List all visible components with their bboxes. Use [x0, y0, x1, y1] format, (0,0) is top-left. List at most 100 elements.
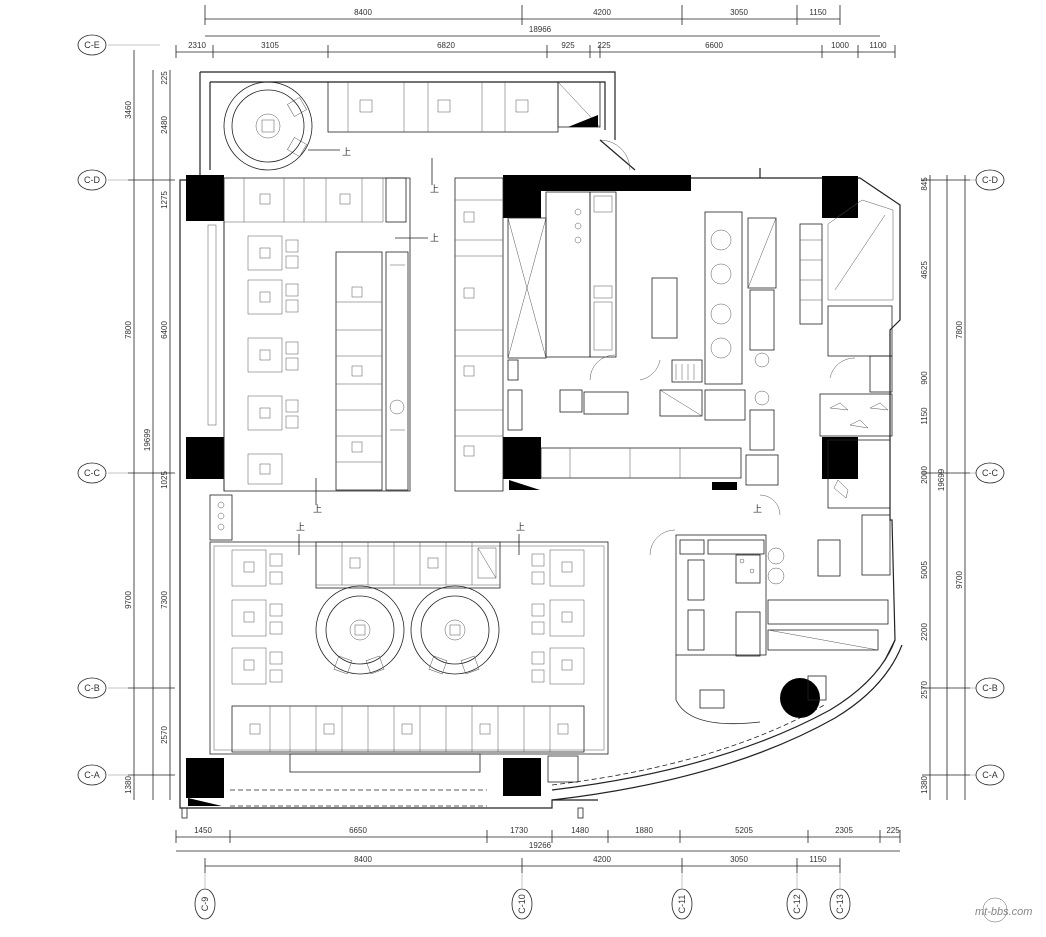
round-column	[780, 678, 820, 718]
column	[822, 437, 858, 479]
axis-label: C-B	[84, 683, 100, 693]
column	[186, 175, 224, 221]
dim-right-4: 1150	[920, 407, 929, 425]
up-arrow-label: 上	[296, 522, 305, 532]
dim-left-4: 1380	[124, 776, 133, 794]
axis-bubble-left: C-D	[77, 169, 107, 191]
dim-top2-5: 225	[597, 41, 611, 50]
watermark-text: mt-bbs.com	[975, 906, 1032, 918]
dim-bottom2-2: 4200	[593, 855, 611, 864]
right-dimension-lines: 845 4625 900 1150 2000 5005 2200 2570 13…	[920, 175, 970, 800]
column	[186, 437, 224, 479]
column	[503, 758, 541, 796]
axis-label: C-9	[200, 897, 210, 912]
dim-bottom-5: 1880	[635, 826, 653, 835]
dim-left-in-2: 2480	[160, 116, 169, 134]
columns	[186, 175, 858, 798]
axis-bubble-right: C-D	[975, 169, 1005, 191]
dim-bottom-4: 1480	[571, 826, 589, 835]
kitchen	[507, 191, 894, 490]
dim-right-5: 2000	[920, 466, 929, 484]
dim-left-2: 7800	[124, 321, 133, 339]
axis-bubble-left: C-C	[77, 462, 107, 484]
axis-bubble-left: C-A	[77, 764, 107, 786]
dim-top2-6: 6600	[705, 41, 723, 50]
dim-top-2: 4200	[593, 8, 611, 17]
right-axis-markers: C-D C-C C-B C-A	[970, 169, 1005, 786]
dim-left-1: 3460	[124, 101, 133, 119]
lower-right-kitchen: 上	[649, 439, 891, 725]
axis-label: C-B	[982, 683, 998, 693]
column	[503, 175, 541, 218]
axis-bubble-bottom: C-11	[671, 888, 693, 920]
dim-bottom-1: 1450	[194, 826, 212, 835]
dim-top-4: 1150	[809, 8, 827, 17]
dim-top2-2: 3105	[261, 41, 279, 50]
dim-left-in-6: 7300	[160, 591, 169, 609]
left-dimension-lines: 3460 7800 9700 1380 19699 225 2480 1275 …	[124, 50, 175, 800]
dim-left-total: 19699	[143, 428, 152, 451]
dim-right-8: 2570	[920, 681, 929, 699]
axis-label: C-D	[982, 175, 998, 185]
axis-label: C-11	[677, 895, 687, 914]
dim-bottom2-4: 1150	[809, 855, 827, 864]
dim-left-3: 9700	[124, 591, 133, 609]
dim-right-6: 5005	[920, 561, 929, 579]
dim-top2-7: 1000	[831, 41, 849, 50]
axis-bubble-bottom: C-12	[786, 888, 808, 920]
axis-label: C-C	[84, 468, 100, 478]
dim-right-2: 4625	[920, 261, 929, 279]
axis-bubble-right: C-A	[975, 764, 1005, 786]
dim-top2-8: 1100	[869, 41, 887, 50]
axis-label: C-A	[84, 770, 100, 780]
dim-bottom-2: 6650	[349, 826, 367, 835]
axis-bubble-left: C-E	[77, 34, 107, 56]
axis-bubble-right: C-B	[975, 677, 1005, 699]
dim-right-7: 2200	[920, 623, 929, 641]
axis-label: C-10	[517, 894, 527, 914]
dim-bottom-7: 2305	[835, 826, 853, 835]
bottom-dimension-lines: 1450 6650 1730 1480 1880 5205 2305 225 1…	[175, 826, 901, 873]
dim-left-in-3: 1275	[160, 191, 169, 209]
dim-bottom2-3: 3050	[730, 855, 748, 864]
column	[503, 437, 541, 479]
column	[822, 176, 858, 218]
dim-bottom-8: 225	[886, 826, 900, 835]
dim-right-outer-2: 9700	[955, 571, 964, 589]
dim-left-in-5: 1025	[160, 471, 169, 489]
top-booth-strip	[223, 81, 631, 171]
dim-right-9: 1380	[920, 776, 929, 794]
dim-bottom2-1: 8400	[354, 855, 372, 864]
center-booth-column	[454, 177, 504, 492]
column	[186, 758, 224, 798]
axis-label: C-E	[84, 40, 100, 50]
dim-top-1: 8400	[354, 8, 372, 17]
axis-bubble-right: C-C	[975, 462, 1005, 484]
dim-left-in-1: 225	[160, 71, 169, 85]
watermark: mt-bbs.com	[975, 897, 1032, 923]
left-axis-markers: C-E C-D C-C C-B C-A	[77, 34, 160, 786]
axis-bubble-bottom: C-13	[829, 888, 851, 920]
axis-label: C-13	[835, 894, 845, 914]
axis-label: C-C	[982, 468, 998, 478]
dim-right-1: 845	[920, 177, 929, 191]
dim-left-in-4: 6400	[160, 321, 169, 339]
dim-bottom-3: 1730	[510, 826, 528, 835]
axis-bubble-left: C-B	[77, 677, 107, 699]
up-arrow-label: 上	[430, 233, 439, 243]
bottom-axis-markers: C-9 C-10 C-11 C-12 C-13	[194, 873, 851, 920]
dim-top-3: 3050	[730, 8, 748, 17]
left-dining-block: 上 上 上 上	[207, 147, 439, 514]
dim-top2-4: 925	[561, 41, 575, 50]
up-arrow-label: 上	[753, 504, 762, 514]
axis-label: C-D	[84, 175, 100, 185]
up-arrow-label: 上	[342, 147, 351, 157]
axis-label: C-A	[982, 770, 998, 780]
top-dimension-lines: 8400 4200 3050 1150 18966 2310 3105 6820…	[175, 5, 896, 58]
dim-bottom-6: 5205	[735, 826, 753, 835]
dim-top2-3: 6820	[437, 41, 455, 50]
wall-beam	[541, 175, 691, 191]
up-arrow-label: 上	[313, 504, 322, 514]
dim-right-outer-1: 7800	[955, 321, 964, 339]
axis-label: C-12	[792, 894, 802, 914]
